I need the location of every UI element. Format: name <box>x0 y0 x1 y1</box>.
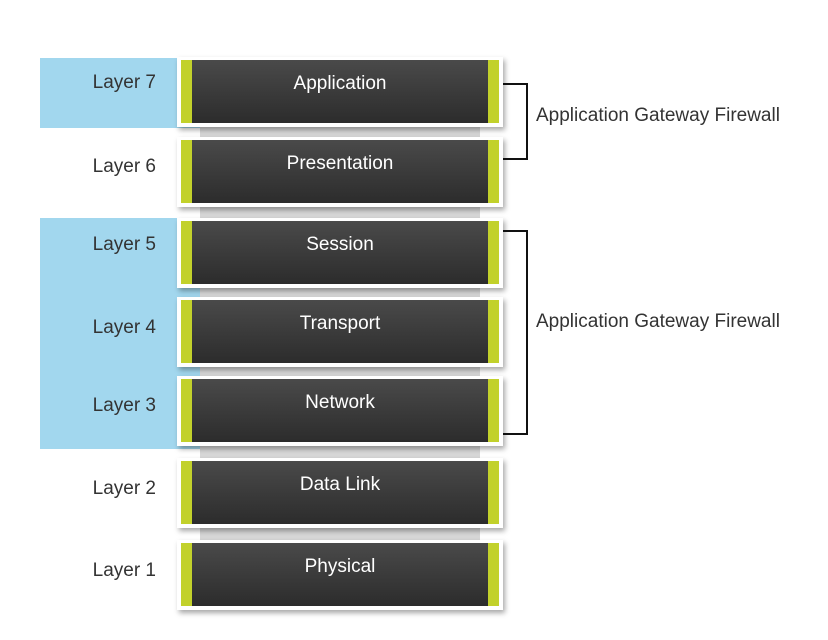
layer-name: Application <box>293 73 387 94</box>
block-body: Physical <box>181 543 499 606</box>
accent-stripe <box>181 221 192 284</box>
layer-block-transport: Transport <box>177 297 503 367</box>
block-body: Session <box>181 221 499 284</box>
accent-stripe <box>488 140 499 203</box>
stack-connector <box>200 446 480 459</box>
layer-4-label: Layer 4 <box>92 317 156 338</box>
accent-stripe <box>488 221 499 284</box>
layer-name: Data Link <box>299 474 381 495</box>
layer-5-label: Layer 5 <box>92 234 156 255</box>
highlight-band-layer-7 <box>40 58 200 128</box>
accent-stripe <box>488 543 499 606</box>
stack-connector <box>200 287 480 297</box>
accent-stripe <box>181 379 192 442</box>
block-body: Network <box>181 379 499 442</box>
layer-name: Presentation <box>286 153 394 174</box>
layer-name: Session <box>306 234 374 255</box>
block-body: Application <box>181 60 499 123</box>
block-body: Transport <box>181 300 499 363</box>
accent-stripe <box>488 60 499 123</box>
accent-stripe <box>488 300 499 363</box>
layer-7-label: Layer 7 <box>92 72 156 93</box>
layer-block-data-link: Data Link <box>177 458 503 528</box>
layer-block-presentation: Presentation <box>177 137 503 207</box>
layer-name: Network <box>305 392 375 413</box>
accent-stripe <box>181 461 192 524</box>
stack-connector <box>200 528 480 541</box>
block-body: Presentation <box>181 140 499 203</box>
stack-connector <box>200 125 480 138</box>
layer-2-label: Layer 2 <box>92 478 156 499</box>
stack-connector <box>200 366 480 377</box>
layer-block-application: Application <box>177 57 503 127</box>
layer-3-label: Layer 3 <box>92 395 156 416</box>
layer-name: Transport <box>299 313 381 334</box>
layer-6-label: Layer 6 <box>92 156 156 177</box>
layer-name: Physical <box>304 556 376 577</box>
layer-block-session: Session <box>177 218 503 288</box>
bracket-bottom <box>503 230 528 435</box>
block-body: Data Link <box>181 461 499 524</box>
accent-stripe <box>181 543 192 606</box>
layer-1-label: Layer 1 <box>92 560 156 581</box>
accent-stripe <box>488 461 499 524</box>
accent-stripe <box>488 379 499 442</box>
bracket-label-bottom: Application Gateway Firewall <box>536 311 780 332</box>
accent-stripe <box>181 60 192 123</box>
bracket-top <box>503 83 528 160</box>
layer-block-network: Network <box>177 376 503 446</box>
accent-stripe <box>181 140 192 203</box>
accent-stripe <box>181 300 192 363</box>
stack-connector <box>200 207 480 219</box>
layer-block-physical: Physical <box>177 540 503 610</box>
bracket-label-top: Application Gateway Firewall <box>536 105 780 126</box>
highlight-band-layers-3-5 <box>40 218 200 449</box>
